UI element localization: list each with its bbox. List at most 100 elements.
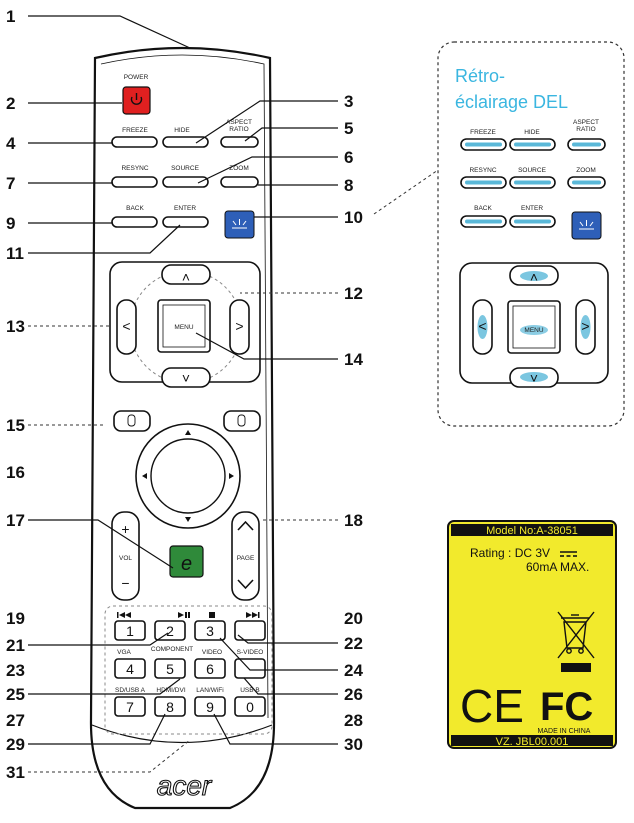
callout-23: 23 bbox=[6, 661, 25, 680]
zoom-button[interactable] bbox=[220, 176, 259, 188]
callout-9: 9 bbox=[6, 214, 15, 233]
usb-b-label: USB B bbox=[240, 687, 260, 694]
up-button[interactable] bbox=[161, 264, 211, 285]
key-9-label: 9 bbox=[206, 699, 214, 715]
back-button[interactable] bbox=[111, 216, 158, 228]
stop-icon bbox=[209, 612, 215, 618]
play-pause-icon bbox=[178, 612, 190, 618]
key-8-button[interactable] bbox=[154, 696, 186, 717]
page-up-icon bbox=[237, 520, 254, 531]
key-0-button[interactable] bbox=[234, 696, 266, 717]
inset-right-arrow-icon: ˃ bbox=[581, 318, 589, 334]
inset-down-arrow-icon: ˅ bbox=[530, 370, 538, 386]
inset-right-glow bbox=[580, 315, 591, 339]
weee-bin-icon bbox=[557, 611, 595, 659]
dc-symbol-icon bbox=[560, 551, 577, 557]
left-arrow-icon: ˂ bbox=[122, 318, 130, 334]
inset-aspect-label-2: RATIO bbox=[576, 126, 595, 133]
key-5-button[interactable] bbox=[154, 658, 186, 679]
inset-menu-glow bbox=[520, 325, 548, 335]
sticker-frame bbox=[447, 520, 617, 749]
freeze-label: FREEZE bbox=[122, 127, 148, 134]
laser-icon bbox=[232, 219, 247, 229]
e-key-button[interactable] bbox=[169, 545, 204, 578]
volume-up-icon: + bbox=[121, 521, 129, 537]
page-rocker[interactable] bbox=[231, 511, 260, 601]
callout-17: 17 bbox=[6, 511, 25, 530]
up-arrow-icon: ˄ bbox=[182, 269, 190, 285]
callout-10: 10 bbox=[344, 208, 363, 227]
key-2-button[interactable] bbox=[154, 620, 186, 641]
key-6-button[interactable] bbox=[194, 658, 226, 679]
key-9-button[interactable] bbox=[194, 696, 226, 717]
key-7-button[interactable] bbox=[114, 696, 146, 717]
inset-left-arrow-icon: ˂ bbox=[478, 318, 486, 334]
key-0-label: 0 bbox=[246, 699, 254, 715]
ce-mark: CE bbox=[460, 680, 524, 732]
key-8-label: 8 bbox=[166, 699, 174, 715]
leader-lines bbox=[28, 15, 338, 745]
key-2-label: 2 bbox=[166, 623, 174, 639]
sticker-made-in: MADE IN CHINA bbox=[538, 728, 591, 735]
lan-wifi-label: LAN/WiFi bbox=[196, 687, 223, 694]
inset-zoom-label: ZOOM bbox=[576, 167, 596, 174]
mouse-left-icon bbox=[127, 414, 136, 427]
resync-button[interactable] bbox=[111, 176, 158, 188]
key-blank-button[interactable] bbox=[234, 620, 266, 641]
callout-24: 24 bbox=[344, 661, 363, 680]
enter-button[interactable] bbox=[162, 216, 209, 228]
back-label: BACK bbox=[126, 205, 144, 212]
mouse-right-icon bbox=[237, 414, 246, 427]
callout-27: 27 bbox=[6, 711, 25, 730]
power-button[interactable] bbox=[122, 86, 151, 115]
mouse-ring-inner bbox=[150, 438, 226, 514]
page-down-icon bbox=[237, 579, 254, 590]
key-s-video-button[interactable] bbox=[234, 658, 266, 679]
component-label: COMPONENT bbox=[151, 646, 193, 653]
hdmi-dvi-label: HDMI/DVI bbox=[156, 687, 185, 694]
down-arrow-icon: ˅ bbox=[182, 370, 190, 386]
down-button[interactable] bbox=[161, 367, 211, 388]
key-4-button[interactable] bbox=[114, 658, 146, 679]
key-4-label: 4 bbox=[126, 661, 134, 677]
source-button[interactable] bbox=[162, 176, 209, 188]
media-icons bbox=[117, 612, 260, 618]
freeze-button[interactable] bbox=[111, 136, 158, 148]
acer-logo: acer bbox=[157, 770, 213, 801]
zoom-label: ZOOM bbox=[229, 165, 249, 172]
menu-button[interactable] bbox=[157, 299, 211, 353]
callout-14: 14 bbox=[344, 350, 363, 369]
inset-resync-label: RESYNC bbox=[469, 167, 496, 174]
volume-rocker[interactable] bbox=[111, 511, 140, 601]
mouse-left-button[interactable] bbox=[113, 410, 151, 432]
callout-6: 6 bbox=[344, 148, 353, 167]
callout-25: 25 bbox=[6, 685, 25, 704]
resync-label: RESYNC bbox=[121, 165, 148, 172]
menu-button-inner bbox=[162, 304, 206, 348]
power-icon bbox=[130, 93, 143, 105]
inset-enter-label: ENTER bbox=[521, 205, 543, 212]
inset-freeze-label: FREEZE bbox=[470, 129, 496, 136]
sd-usb-label: SD/USB A bbox=[115, 687, 146, 694]
aspect-ratio-button[interactable] bbox=[220, 136, 259, 148]
callout-3: 3 bbox=[344, 92, 353, 111]
right-button[interactable] bbox=[229, 299, 250, 355]
backlight-title-line2: éclairage DEL bbox=[455, 92, 568, 112]
backlight-title-line1: Rétro- bbox=[455, 66, 505, 86]
volume-down-icon: − bbox=[121, 575, 129, 591]
key-1-button[interactable] bbox=[114, 620, 146, 641]
callout-30: 30 bbox=[344, 735, 363, 754]
callout-28: 28 bbox=[344, 711, 363, 730]
label-sticker: Model No:A-38051 Rating : DC 3V 60mA MAX… bbox=[447, 520, 617, 749]
aspect-ratio-label-2: RATIO bbox=[229, 126, 248, 133]
callout-19: 19 bbox=[6, 609, 25, 628]
key-3-button[interactable] bbox=[194, 620, 226, 641]
hide-button[interactable] bbox=[162, 136, 209, 148]
callout-21: 21 bbox=[6, 636, 25, 655]
mouse-right-button[interactable] bbox=[223, 410, 261, 432]
key-5-label: 5 bbox=[166, 661, 174, 677]
fc-mark: FC bbox=[540, 685, 593, 729]
weee-bar-icon bbox=[561, 663, 591, 672]
left-button[interactable] bbox=[116, 299, 137, 355]
